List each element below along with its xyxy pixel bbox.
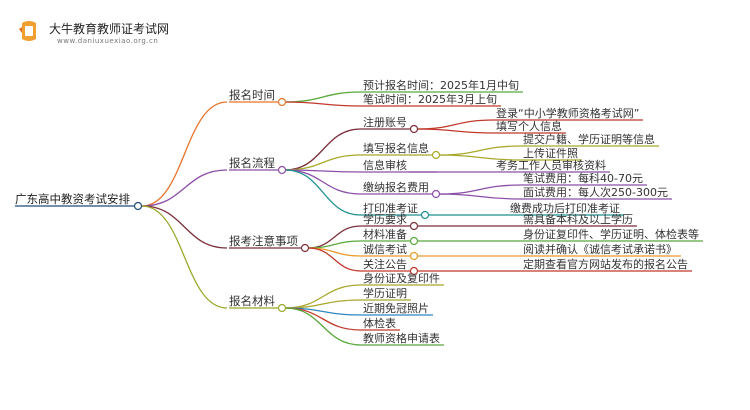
connector-node-print-admission	[284, 169, 362, 216]
connector-leaf-expected-registration-time	[284, 91, 362, 103]
leaf-id-card-copy[interactable]: 身份证及复印件	[363, 272, 440, 285]
toggle-node-follow-notices[interactable]	[409, 266, 419, 276]
connector-node-pay-fee	[284, 169, 362, 195]
leaf-honesty-pledge[interactable]: 阅读并确认《诚信考试承诺书》	[523, 243, 677, 256]
toggle-node-honest-exam[interactable]	[409, 251, 419, 261]
leaf-written-fee[interactable]: 笔试费用：每科40-70元	[523, 172, 643, 185]
leaf-fill-personal-info[interactable]: 填写个人信息	[496, 120, 562, 133]
connector-leaf-interview-fee	[438, 193, 522, 200]
leaf-staff-review[interactable]: 考务工作人员审核资料	[496, 159, 606, 172]
root-topic[interactable]: 广东高中教资考试安排	[15, 192, 130, 206]
connector-node-register-account	[284, 128, 362, 171]
leaf-login-site[interactable]: 登录“中小学教师资格考试网”	[496, 107, 640, 120]
toggle-node-print-admission[interactable]	[420, 210, 430, 220]
branch-registration-time[interactable]: 报名时间	[229, 88, 275, 102]
connector-leaf-written-exam-time	[284, 101, 362, 107]
branch-exam-notes[interactable]: 报考注意事项	[229, 234, 298, 248]
branch-registration-process[interactable]: 报名流程	[229, 156, 275, 170]
leaf-submit-documents[interactable]: 提交户籍、学历证明等信息	[523, 133, 655, 146]
leaf-education-certificate[interactable]: 学历证明	[363, 287, 407, 300]
connector-leaf-application-form	[284, 307, 362, 346]
toggle-branch-registration-time[interactable]	[277, 97, 287, 107]
connector-leaf-written-fee	[438, 184, 522, 195]
connector-branch-registration-time	[141, 101, 228, 207]
site-url: www.daniuxuexiao.org.cn	[57, 37, 159, 45]
connector-branch-registration-process	[141, 169, 228, 207]
toggle-node-pay-fee[interactable]	[431, 189, 441, 199]
leaf-application-form[interactable]: 教师资格申请表	[363, 332, 440, 345]
toggle-node-education-requirement[interactable]	[409, 221, 419, 231]
connector-node-fill-registration-info	[284, 154, 362, 171]
node-info-review[interactable]: 信息审核	[363, 159, 407, 172]
node-material-preparation[interactable]: 材料准备	[363, 228, 407, 241]
connector-leaf-fill-personal-info	[416, 128, 495, 134]
leaf-written-exam-time[interactable]: 笔试时间：2025年3月上旬	[363, 93, 497, 106]
connector-leaf-submit-documents	[438, 145, 522, 156]
branch-registration-materials[interactable]: 报名材料	[229, 294, 275, 308]
leaf-prepare-documents[interactable]: 身份证复印件、学历证明、体检表等	[523, 228, 699, 241]
site-name: 大牛教育教师证考试网	[49, 22, 170, 36]
logo-icon	[19, 21, 36, 41]
leaf-upload-photo[interactable]: 上传证件照	[523, 147, 578, 160]
node-fill-registration-info[interactable]: 填写报名信息	[363, 142, 429, 155]
node-pay-fee[interactable]: 缴纳报名费用	[363, 181, 429, 194]
node-print-admission[interactable]: 打印准考证	[363, 202, 418, 215]
toggle-branch-registration-process[interactable]	[277, 165, 287, 175]
connector-branch-exam-notes	[141, 205, 228, 249]
node-honest-exam[interactable]: 诚信考试	[363, 243, 407, 256]
leaf-medical-form[interactable]: 体检表	[363, 317, 396, 330]
leaf-recent-photo[interactable]: 近期免冠照片	[363, 302, 429, 315]
node-follow-notices[interactable]: 关注公告	[363, 258, 407, 271]
toggle-node-fill-registration-info[interactable]	[431, 150, 441, 160]
leaf-bachelor-degree[interactable]: 需具备本科及以上学历	[523, 213, 633, 226]
toggle-branch-exam-notes[interactable]	[300, 243, 310, 253]
connector-leaf-upload-photo	[438, 154, 522, 161]
toggle-node-register-account[interactable]	[409, 124, 419, 134]
connector-leaf-login-site	[416, 119, 495, 130]
leaf-print-after-payment[interactable]: 缴费成功后打印准考证	[510, 202, 620, 215]
toggle-branch-registration-materials[interactable]	[277, 303, 287, 313]
leaf-interview-fee[interactable]: 面试费用：每人次250-300元	[523, 186, 668, 199]
node-register-account[interactable]: 注册账号	[363, 116, 407, 129]
connector-branch-registration-materials	[141, 205, 228, 309]
toggle-node-material-preparation[interactable]	[409, 236, 419, 246]
connector-node-follow-notices	[307, 247, 362, 272]
leaf-check-official-notices[interactable]: 定期查看官方网站发布的报名公告	[523, 258, 688, 271]
toggle-root-topic[interactable]	[133, 201, 143, 211]
leaf-expected-registration-time[interactable]: 预计报名时间：2025年1月中旬	[363, 79, 519, 92]
node-education-requirement[interactable]: 学历要求	[363, 213, 407, 226]
